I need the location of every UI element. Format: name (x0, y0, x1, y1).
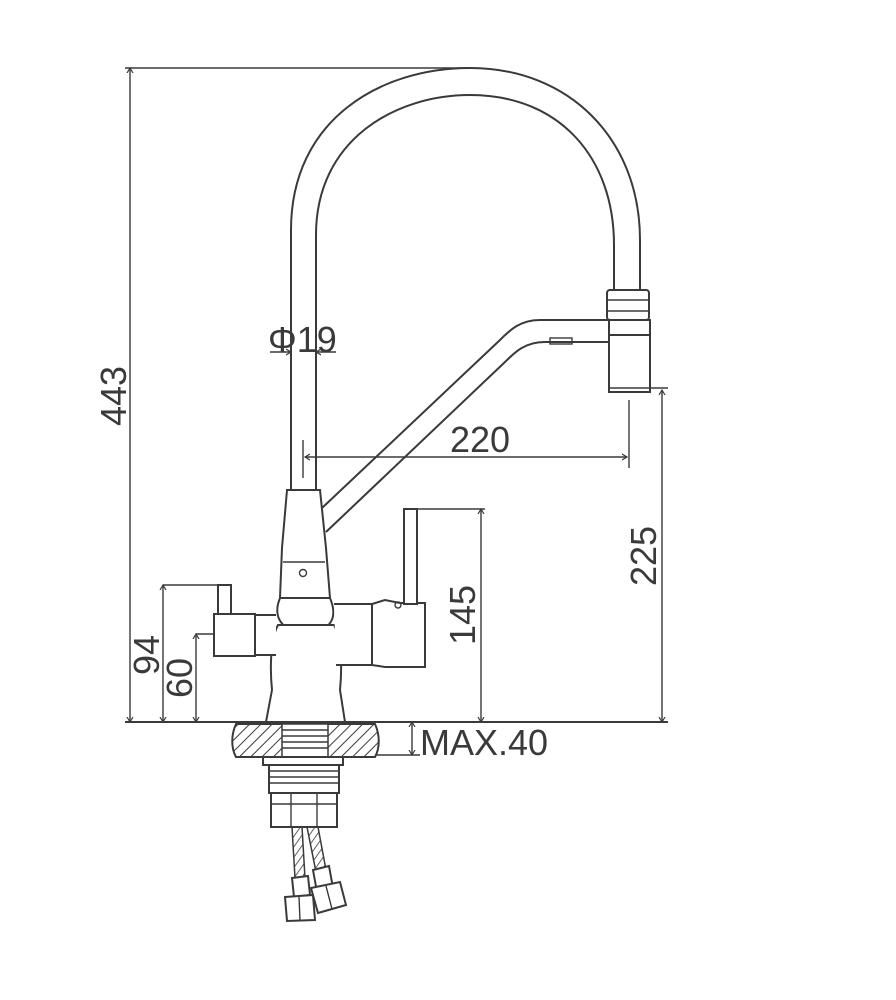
left-handle-height-label: 94 (126, 635, 167, 675)
dimension-max-deck-thickness: MAX.40 (376, 722, 548, 763)
right-lever-handle (394, 508, 485, 609)
dimension-spout-reach: 220 (302, 400, 630, 478)
dimension-left-handle-height: 94 (126, 585, 167, 722)
spout-outlet-head (606, 289, 668, 393)
spout-diameter-label: Φ19 (268, 319, 337, 360)
dimension-outlet-height: 225 (623, 390, 664, 722)
handle-height-label: 145 (442, 585, 483, 645)
dimension-handle-height: 145 (442, 509, 483, 722)
left-lever-handle (163, 584, 232, 615)
outlet-height-label: 225 (623, 526, 664, 586)
filter-water-arm (321, 319, 609, 533)
spout-reach-label: 220 (450, 419, 510, 460)
mounting-nut (262, 756, 344, 828)
left-inlet-height-label: 60 (159, 658, 200, 698)
faucet-body (213, 489, 426, 723)
dimension-overall-height: 443 (93, 68, 470, 722)
braided-hoses (283, 826, 348, 923)
dimension-spout-diameter: Φ19 (268, 319, 337, 360)
mounting-flange (231, 723, 380, 758)
max-deck-thickness-label: MAX.40 (420, 722, 548, 763)
dimension-left-inlet-height: 60 (159, 634, 214, 722)
overall-height-label: 443 (93, 366, 134, 426)
